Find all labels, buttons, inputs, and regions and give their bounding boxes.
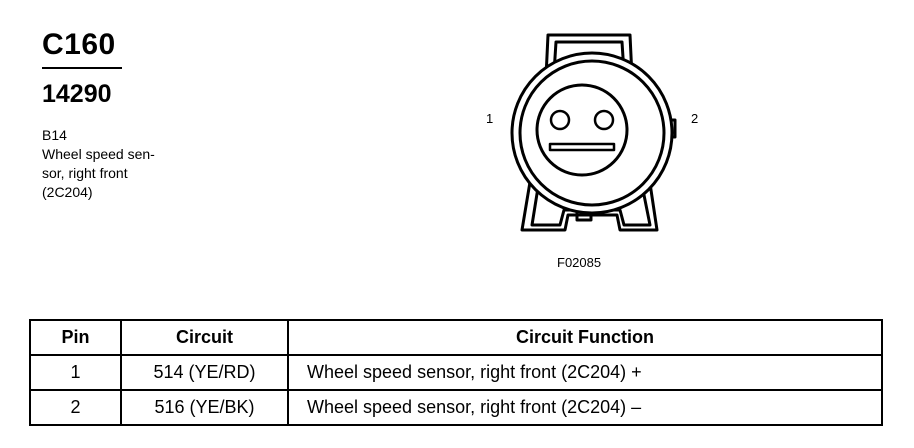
connector-outer-ring xyxy=(510,51,674,215)
cell-circuit-function: Wheel speed sensor, right front (2C204) … xyxy=(287,354,883,391)
header-circuit-function: Circuit Function xyxy=(287,319,883,356)
connector-face-diagram xyxy=(510,33,677,232)
header-circuit: Circuit xyxy=(120,319,289,356)
connector-description: B14 Wheel speed sen- sor, right front (2… xyxy=(42,126,192,202)
description-line: (2C204) xyxy=(42,184,93,200)
figure-code: F02085 xyxy=(557,255,602,270)
connector-inner-ring xyxy=(518,59,666,207)
description-line: B14 xyxy=(42,127,67,143)
description-line: sor, right front xyxy=(42,165,128,181)
connector-id: C160 xyxy=(42,28,116,61)
title-rule xyxy=(42,67,122,69)
locking-latch-inner xyxy=(552,40,626,74)
connector-mating-face xyxy=(535,83,629,177)
pin-cavity-2 xyxy=(593,109,615,131)
part-number: 14290 xyxy=(42,80,112,108)
keyway-slot xyxy=(548,142,616,152)
locking-latch-top xyxy=(544,33,634,78)
cell-pin: 1 xyxy=(29,354,122,391)
header-pin: Pin xyxy=(29,319,122,356)
cell-circuit: 516 (YE/BK) xyxy=(120,389,289,426)
table-row: 2 516 (YE/BK) Wheel speed sensor, right … xyxy=(29,389,883,426)
pin-label-2: 2 xyxy=(691,111,699,126)
cell-circuit: 514 (YE/RD) xyxy=(120,354,289,391)
table-header-row: Pin Circuit Circuit Function xyxy=(29,319,883,356)
description-line: Wheel speed sen- xyxy=(42,146,155,162)
table-row: 1 514 (YE/RD) Wheel speed sensor, right … xyxy=(29,354,883,391)
pin-cavity-1 xyxy=(549,109,571,131)
pinout-table: Pin Circuit Circuit Function 1 514 (YE/R… xyxy=(29,319,883,426)
cell-pin: 2 xyxy=(29,389,122,426)
cell-circuit-function: Wheel speed sensor, right front (2C204) … xyxy=(287,389,883,426)
pin-label-1: 1 xyxy=(486,111,494,126)
